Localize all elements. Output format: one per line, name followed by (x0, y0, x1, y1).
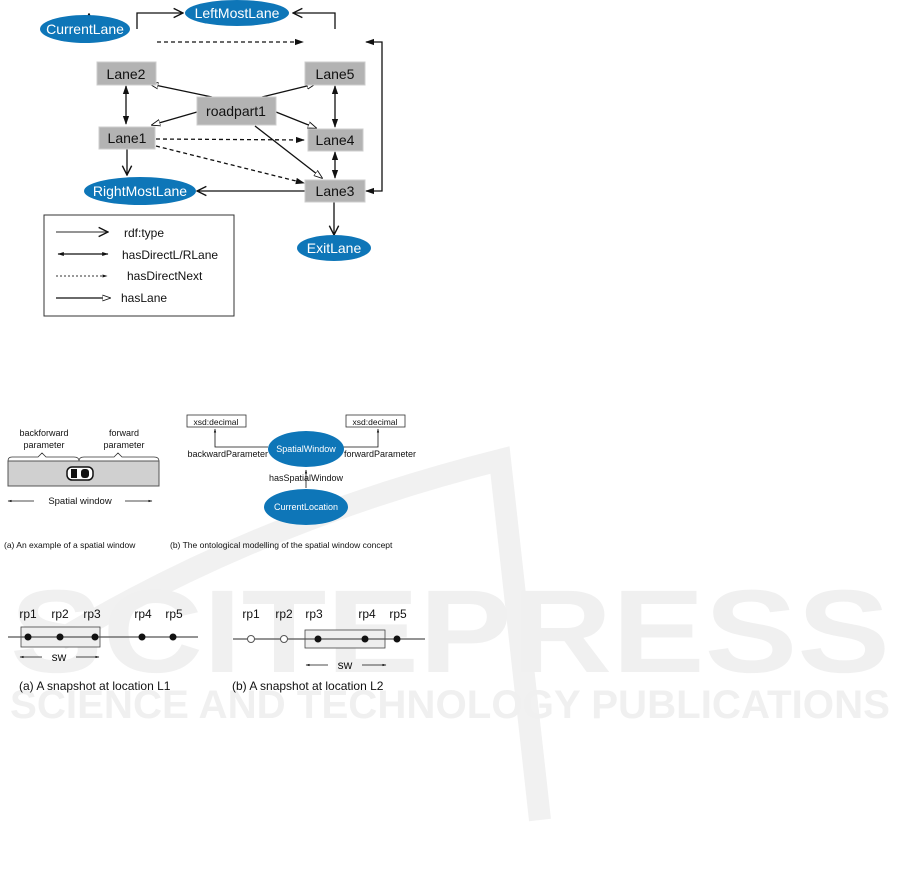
edge-lane1-lane3-next (155, 145, 305, 185)
edge-roadpart-lane5 (261, 84, 315, 98)
node-label: CurrentLocation (274, 502, 338, 512)
node-label: ExitLane (307, 240, 362, 256)
point-label: rp3 (83, 607, 101, 621)
parameter-braces (7, 452, 160, 462)
edge-roadpart-lane4 (275, 111, 316, 128)
node-lane2: Lane2 (96, 61, 157, 86)
edge-roadpart-lane3 (254, 125, 322, 178)
node-label: Lane2 (107, 66, 146, 82)
caption-2a: (a) An example of a spatial window (4, 540, 136, 550)
edge-lane5-lane3 (365, 38, 383, 195)
xsd-box-left (186, 414, 247, 428)
spatial-window-example: backforward parameter forward parameter … (4, 428, 160, 550)
forward-parameter-label: forwardParameter (344, 449, 416, 459)
node-lane3: Lane3 (304, 179, 366, 203)
backforward-label: backforward (19, 428, 68, 438)
node-spatial-window (268, 431, 344, 467)
node-roadpart1: roadpart1 (196, 96, 277, 126)
node-right-most-lane: RightMostLane (84, 177, 196, 205)
edge-backward (213, 428, 268, 448)
legend: rdf:type hasDirectL/RLane hasDirectNext … (43, 214, 235, 317)
snapshot-l1: rp1 rp2 rp3 rp4 rp5 sw (a) A snapshot at… (8, 607, 198, 693)
point-label: rp4 (358, 607, 376, 621)
road-point-passed (247, 635, 255, 643)
watermark-title: SCITEPRESS (10, 566, 890, 698)
backforward-label-2: parameter (23, 440, 64, 450)
edge-roadpart-lane1 (152, 111, 198, 125)
point-label: rp5 (389, 607, 407, 621)
forward-label: forward (109, 428, 139, 438)
point-label: rp2 (275, 607, 293, 621)
watermark: SCITEPRESS SCIENCE AND TECHNOLOGY PUBLIC… (10, 446, 890, 822)
car-icon (66, 466, 94, 481)
backward-parameter-label: backwardParameter (187, 449, 268, 459)
road-point (361, 635, 369, 643)
legend-label: hasDirectNext (127, 269, 203, 283)
point-label: rp4 (134, 607, 152, 621)
node-label: Lane1 (108, 130, 147, 146)
road-point (169, 633, 177, 641)
xsd-label: xsd:decimal (353, 417, 398, 427)
road-point (138, 633, 146, 641)
road-point (24, 633, 32, 641)
node-label: LeftMostLane (195, 5, 280, 21)
has-spatial-window-label: hasSpatialWindow (269, 473, 344, 483)
node-current-lane: CurrentLane (40, 15, 130, 43)
node-lane1: Lane1 (98, 126, 156, 150)
node-left-most-lane: LeftMostLane (185, 0, 289, 26)
node-exit-lane: ExitLane (297, 235, 371, 261)
node-label: SpatialWindow (276, 444, 336, 454)
legend-label: hasLane (121, 291, 167, 305)
watermark-subtitle: SCIENCE AND TECHNOLOGY PUBLICATIONS (10, 683, 890, 727)
node-lane5: Lane5 (304, 61, 366, 86)
caption-2b: (b) The ontological modelling of the spa… (170, 540, 393, 550)
road-point (56, 633, 64, 641)
legend-label: rdf:type (124, 226, 164, 240)
xsd-label: xsd:decimal (194, 417, 239, 427)
road-point (393, 635, 401, 643)
node-label: Lane5 (316, 66, 355, 82)
spatial-window-ontology: xsd:decimal xsd:decimal SpatialWindow Cu… (170, 414, 416, 550)
node-lane4: Lane4 (307, 128, 364, 152)
node-label: roadpart1 (206, 103, 266, 119)
node-label: Lane3 (316, 183, 355, 199)
road-point (314, 635, 322, 643)
lane-ontology-diagram: CurrentLane LeftMostLane RightMostLane E… (40, 0, 383, 317)
spatial-window-label: Spatial window (48, 496, 112, 507)
edge-roadpart-lane2 (150, 84, 213, 98)
road-point-passed (280, 635, 288, 643)
forward-label-2: parameter (103, 440, 144, 450)
node-label: RightMostLane (93, 183, 187, 199)
point-label: rp3 (305, 607, 323, 621)
xsd-box-right (345, 414, 406, 428)
edge-forward (342, 428, 380, 448)
edge-lane1-lane4-next (155, 136, 305, 144)
caption-3a: (a) A snapshot at location L1 (19, 679, 171, 693)
node-label: Lane4 (316, 132, 355, 148)
point-label: rp1 (19, 607, 37, 621)
watermark-swoosh (54, 446, 551, 822)
edge-lane5-leftmost (293, 13, 336, 29)
node-label: CurrentLane (46, 21, 124, 37)
point-label: rp1 (242, 607, 260, 621)
node-current-location (264, 489, 348, 525)
road-point (91, 633, 99, 641)
point-label: rp5 (165, 607, 183, 621)
edge-lane2-leftmost (136, 13, 183, 29)
legend-label: hasDirectL/RLane (122, 248, 218, 262)
sw-label: sw (338, 658, 353, 672)
point-label: rp2 (51, 607, 69, 621)
caption-3b: (b) A snapshot at location L2 (232, 679, 384, 693)
sw-label: sw (52, 650, 67, 664)
snapshot-l2: rp1 rp2 rp3 rp4 rp5 sw (b) A snapshot at… (232, 607, 425, 693)
